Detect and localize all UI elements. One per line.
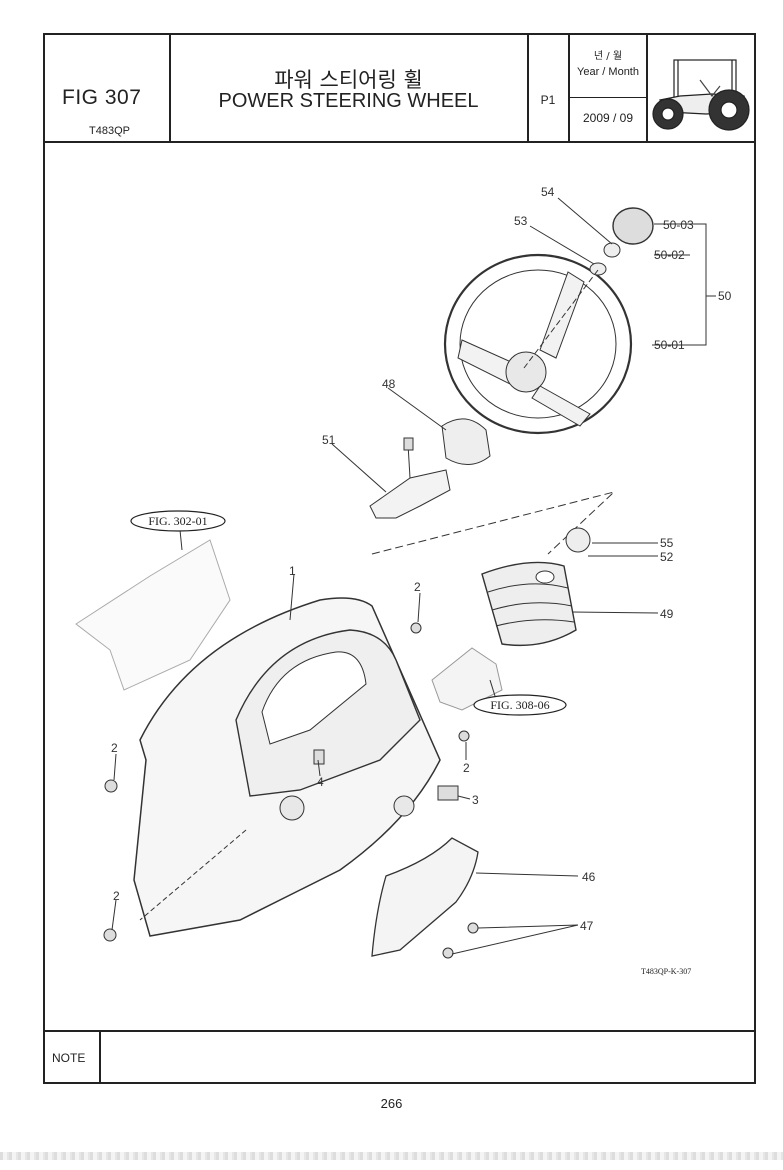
steering-wheel-hub: [505, 351, 547, 393]
lower-cover: [371, 837, 479, 957]
note-label: NOTE: [52, 1051, 86, 1065]
year-month-label: Year / Month: [577, 66, 639, 78]
part-label-53: 53: [514, 214, 528, 228]
part-label-2: 2: [414, 580, 421, 594]
part-label-50-03: 50-03: [663, 218, 694, 232]
part-label-2: 2: [463, 761, 470, 775]
column-boot: [481, 561, 577, 647]
part-label-50: 50: [718, 289, 732, 303]
part-label-54: 54: [541, 185, 555, 199]
steering-column: [431, 647, 503, 711]
header-col-divider: [646, 33, 648, 143]
part-label-52: 52: [660, 550, 674, 564]
column-sleeve: [441, 418, 491, 465]
part-label-4: 4: [317, 775, 324, 789]
part-label-55: 55: [660, 536, 674, 550]
horn-cap: [612, 207, 654, 245]
title-korean: 파워 스티어링 휠: [274, 68, 423, 92]
part-label-50-01: 50-01: [654, 338, 685, 352]
title-english: POWER STEERING WHEEL: [218, 90, 479, 112]
steering-wheel-spokes: [457, 271, 591, 427]
header-col-divider: [527, 33, 529, 143]
fig-ref-308: FIG. 308-06: [490, 698, 549, 712]
header-col-divider: [568, 33, 570, 143]
note-col-divider: [99, 1030, 101, 1084]
part-label-46: 46: [582, 870, 596, 884]
date-divider: [568, 97, 648, 98]
page-number: 266: [380, 1096, 403, 1111]
header-col-divider: [169, 33, 171, 143]
part-label-48: 48: [382, 377, 396, 391]
model-code: T483QP: [89, 125, 130, 137]
revision-date: 2009 / 09: [582, 111, 634, 125]
page-code: P1: [540, 93, 556, 107]
part-label-50-02: 50-02: [654, 248, 685, 262]
part-label-1: 1: [289, 564, 296, 578]
part-label-3: 3: [472, 793, 479, 807]
drawing-code: T483QP-K-307: [641, 967, 692, 976]
steering-wheel-rim: [443, 253, 633, 435]
page-frame: [43, 33, 756, 1084]
note-divider: [43, 1030, 756, 1032]
figure-number: FIG 307: [62, 86, 142, 109]
fig-ref-302: FIG. 302-01: [148, 514, 207, 528]
part-label-51: 51: [322, 433, 336, 447]
part-label-2: 2: [113, 889, 120, 903]
part-label-47: 47: [580, 919, 594, 933]
year-month-label-korean: 년 / 월: [593, 51, 623, 62]
header-divider: [43, 141, 756, 143]
combination-switch: [369, 469, 451, 519]
part-label-49: 49: [660, 607, 674, 621]
scan-artifact-strip: [0, 1152, 783, 1160]
part-label-2: 2: [111, 741, 118, 755]
mount-bracket: [75, 539, 231, 691]
